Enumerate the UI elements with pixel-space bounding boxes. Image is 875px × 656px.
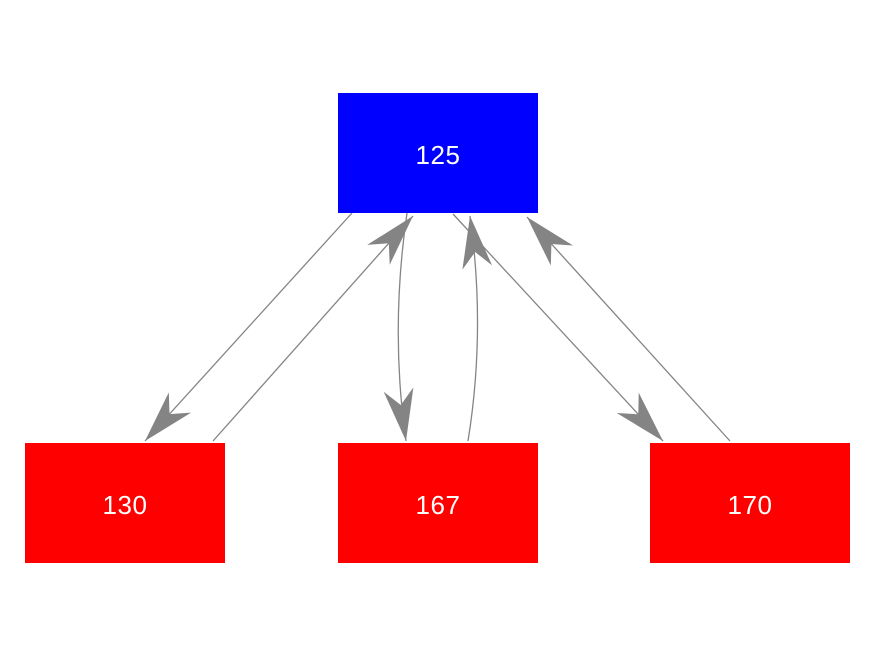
edge-line xyxy=(526,216,731,442)
node-label: 130 xyxy=(102,490,148,520)
edge-170-to-125 xyxy=(526,216,731,442)
arrowhead-icon xyxy=(383,387,414,441)
edge-130-to-125 xyxy=(212,215,414,442)
node-130[interactable]: 130 xyxy=(25,443,225,563)
arrowhead-icon xyxy=(462,216,493,270)
node-125[interactable]: 125 xyxy=(338,93,538,213)
edge-167-to-125 xyxy=(462,215,493,442)
arrowhead-icon xyxy=(616,392,663,441)
arrowhead-icon xyxy=(367,216,413,265)
node-label: 125 xyxy=(415,140,461,170)
node-label: 167 xyxy=(415,490,461,520)
edge-line xyxy=(144,212,353,442)
edge-125-to-170 xyxy=(452,213,664,442)
node-167[interactable]: 167 xyxy=(338,443,538,563)
edge-line xyxy=(212,215,414,442)
edge-125-to-130 xyxy=(144,212,353,442)
arrowhead-icon xyxy=(527,217,573,266)
node-label: 170 xyxy=(727,490,773,520)
edge-line xyxy=(452,213,664,442)
edge-125-to-167 xyxy=(383,212,414,442)
node-170[interactable]: 170 xyxy=(650,443,850,563)
arrowhead-icon xyxy=(145,392,192,441)
